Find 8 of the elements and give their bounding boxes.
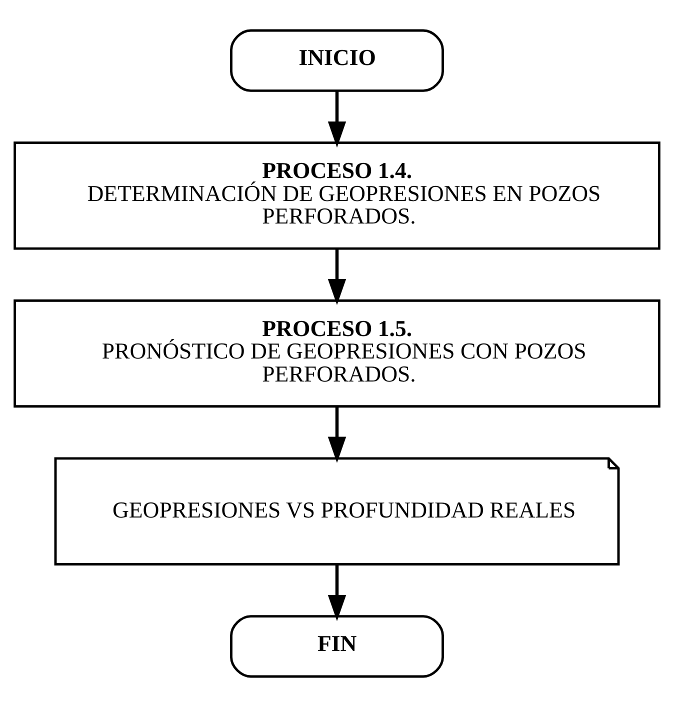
arrow — [328, 564, 346, 621]
arrow — [328, 90, 346, 148]
arrow — [328, 248, 346, 305]
arrow — [328, 406, 346, 462]
node-box: PROCESO 1.4. DETERMINACIÓN DE GEOPRESIONES EN POZOS PERFORADOS. — [14, 141, 660, 250]
node-box: FIN — [230, 614, 444, 678]
node-box: INICIO — [230, 28, 444, 92]
node-box: PROCESO 1.5. PRONÓSTICO DE GEOPRESIONES CON POZOS PERFORADOS. — [14, 298, 660, 408]
